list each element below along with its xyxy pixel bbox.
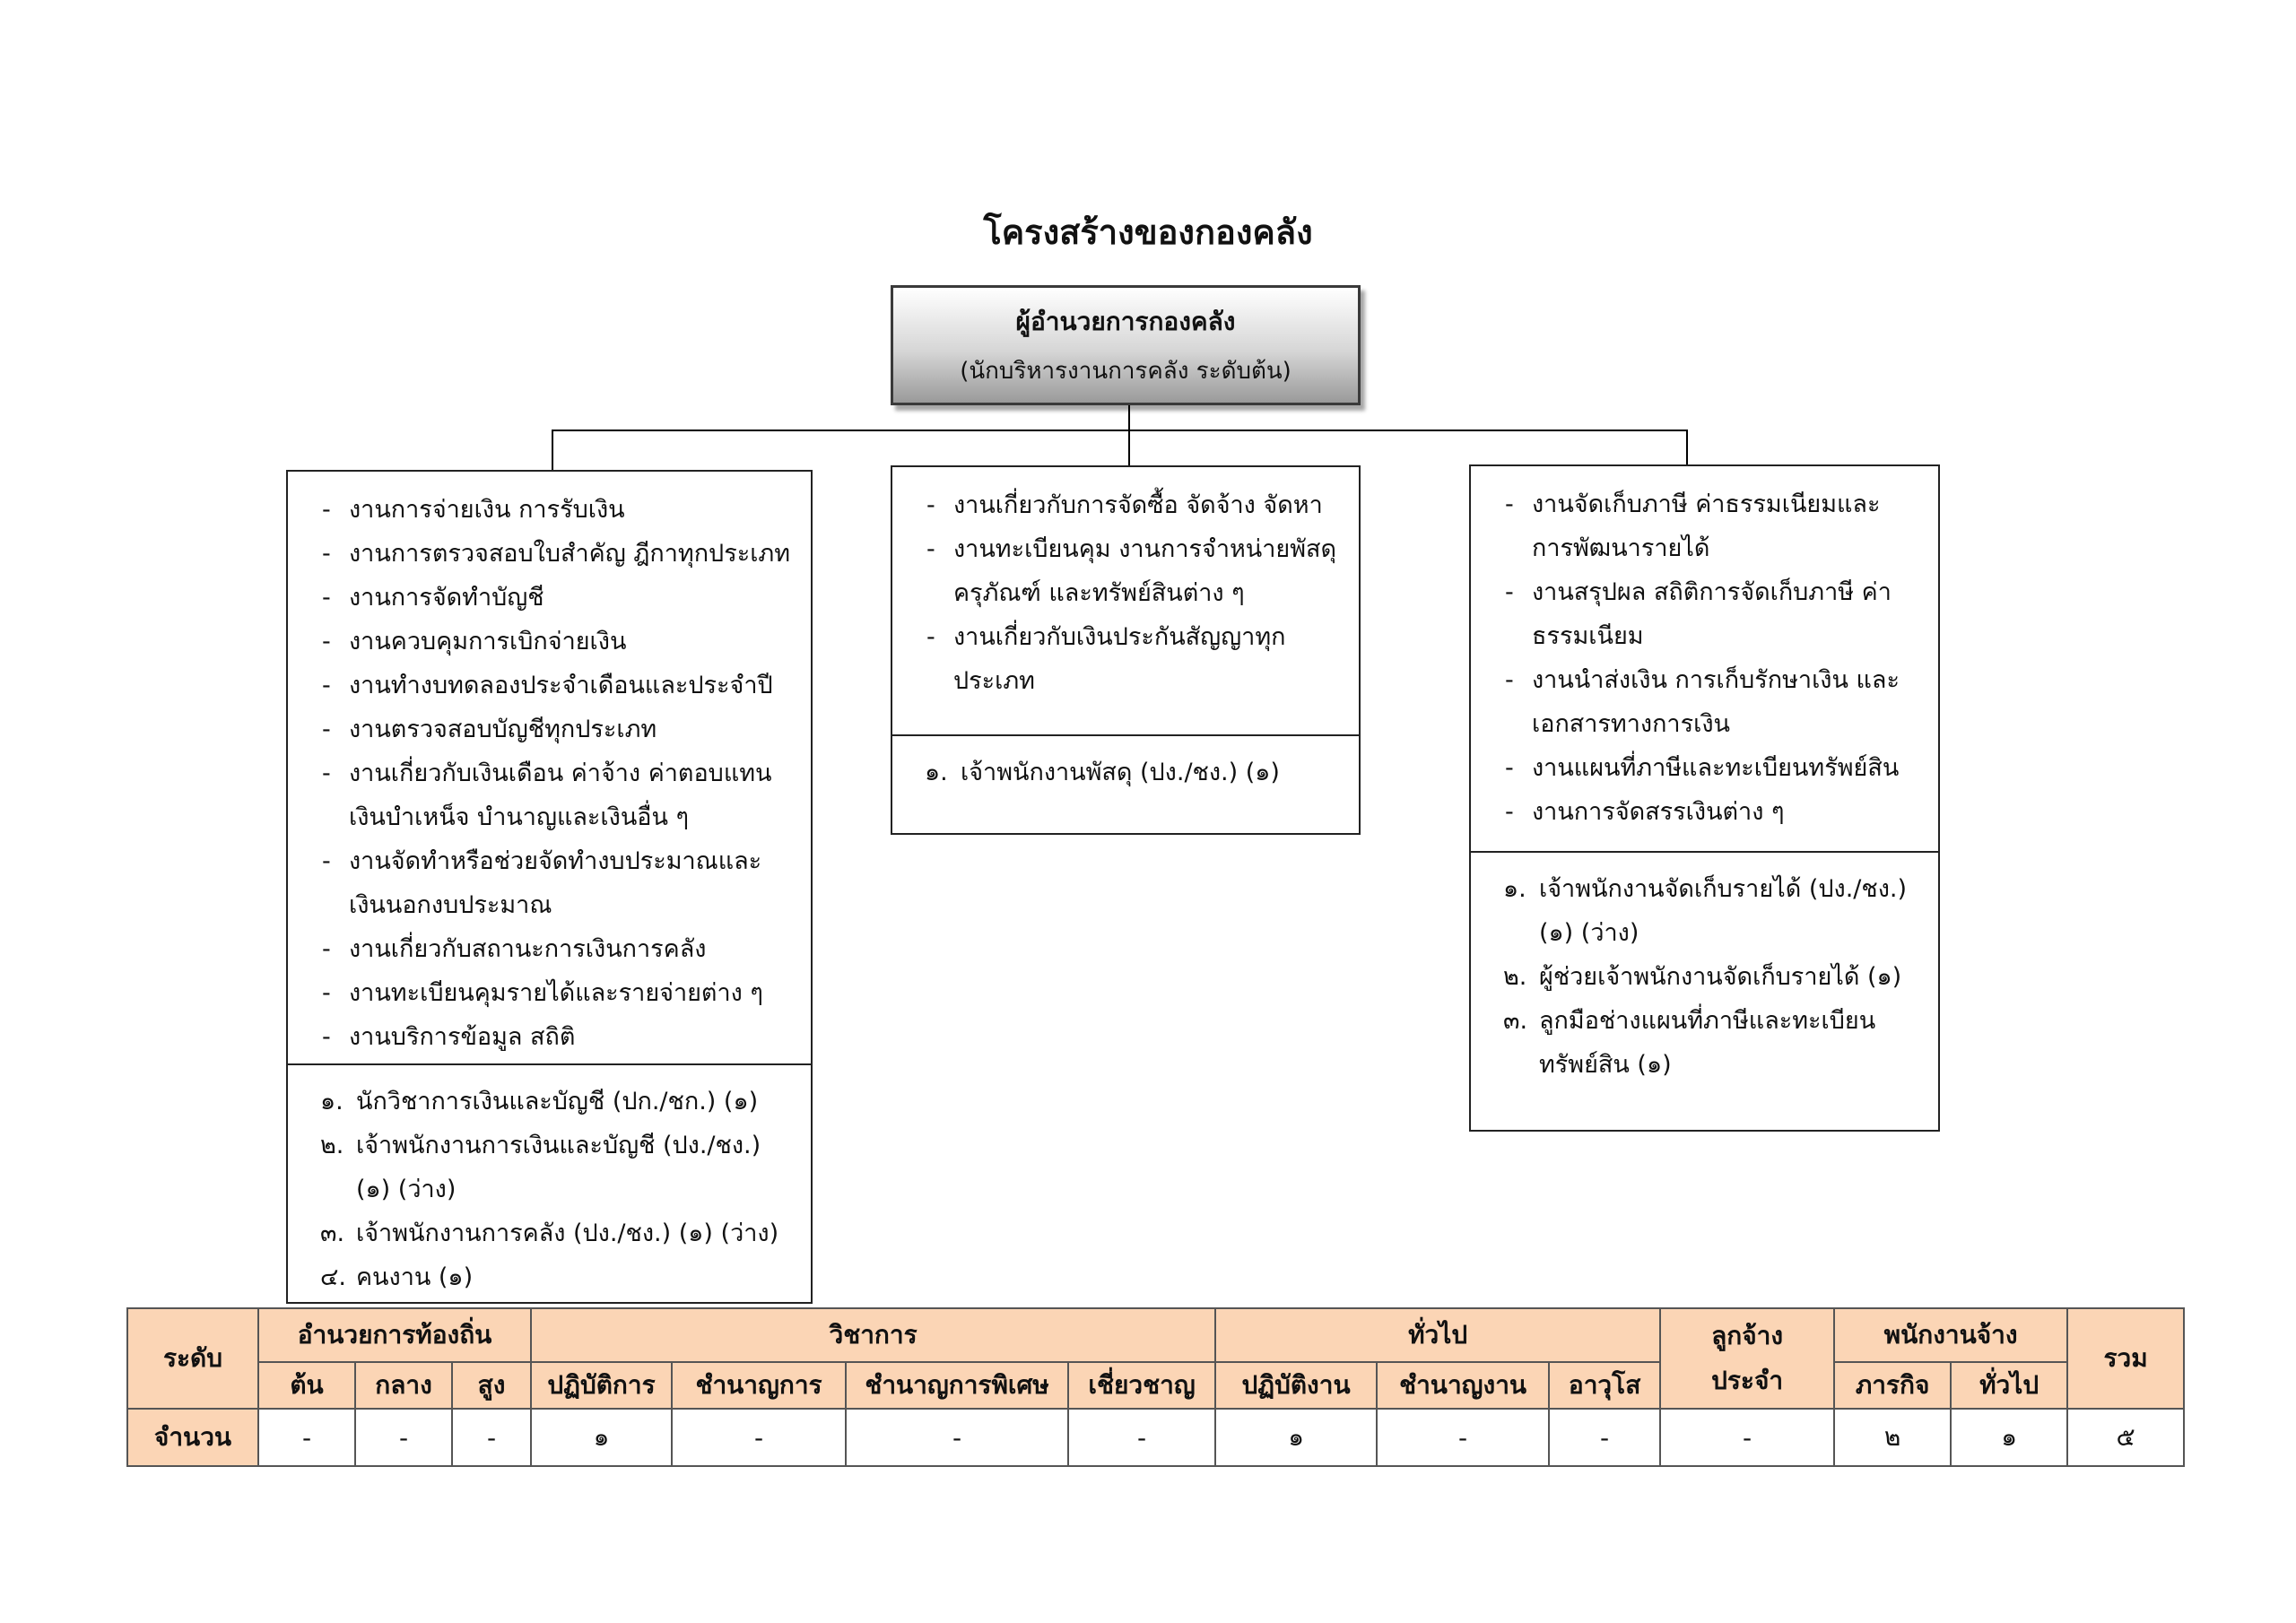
task-item: งานตรวจสอบบัญชีทุกประเภท (322, 707, 793, 751)
count-cell: ๑ (1214, 1408, 1378, 1467)
task-item: งานแผนที่ภาษีและทะเบียนทรัพย์สิน (1505, 746, 1920, 790)
director-box: ผู้อำนวยการกองคลัง (นักบริหารงานการคลัง … (891, 285, 1361, 405)
staff-number: ๓. (320, 1219, 345, 1247)
task-item: งานทำงบทดลองประจำเดือนและประจำปี (322, 664, 793, 707)
sublevel-header: อาวุโส (1548, 1361, 1662, 1410)
count-cell: - (845, 1408, 1070, 1467)
unit-finance-accounting: งานการจ่ายเงิน การรับเงิน งานการตรวจสอบใ… (286, 470, 813, 1304)
group-total: รวม (2066, 1307, 2186, 1410)
group-contract-staff: พนักงานจ้าง (1833, 1307, 2069, 1363)
staff-item: ๓. ลูกมือช่างแผนที่ภาษีและทะเบียนทรัพย์สิ… (1503, 999, 1920, 1087)
unit-staff: ๑. เจ้าพนักงานพัสดุ (ปง./ชง.) (๑) (892, 734, 1359, 833)
unit-tasks: งานเกี่ยวกับการจัดซื้อ จัดจ้าง จัดหา งาน… (892, 467, 1359, 738)
task-item: งานการจัดทำบัญชี (322, 576, 793, 620)
task-item: งานนำส่งเงิน การเก็บรักษาเงิน และเอกสารท… (1505, 658, 1920, 746)
unit-tasks: งานการจ่ายเงิน การรับเงิน งานการตรวจสอบใ… (288, 472, 811, 1067)
staff-text: ลูกมือช่างแผนที่ภาษีและทะเบียนทรัพย์สิน … (1539, 1007, 1876, 1079)
task-item: งานเกี่ยวกับเงินเดือน ค่าจ้าง ค่าตอบแทน … (322, 751, 793, 839)
task-item: งานเกี่ยวกับเงินประกันสัญญาทุกประเภท (926, 615, 1341, 703)
sublevel-header: เชี่ยวชาญ (1067, 1361, 1217, 1410)
staff-text: คนงาน (๑) (356, 1263, 474, 1291)
task-item: งานการจัดสรรเงินต่าง ๆ (1505, 790, 1920, 834)
staff-item: ๑. เจ้าพนักงานจัดเก็บรายได้ (ปง./ชง.) (๑)… (1503, 867, 1920, 955)
sublevel-header: ชำนาญการ (671, 1361, 848, 1410)
staff-number: ๑. (320, 1088, 344, 1115)
staff-number: ๒. (1503, 963, 1527, 991)
staffing-summary-table: ระดับ อำนวยการท้องถิ่น วิชาการ ทั่วไป ลู… (126, 1307, 2186, 1467)
group-local-director: อำนวยการท้องถิ่น (257, 1307, 533, 1363)
unit-staff: ๑. เจ้าพนักงานจัดเก็บรายได้ (ปง./ชง.) (๑)… (1471, 851, 1938, 1130)
staff-item: ๒. เจ้าพนักงานการเงินและบัญชี (ปง./ชง.) (… (320, 1124, 793, 1211)
connector-horizontal (552, 430, 1688, 431)
task-item: งานเกี่ยวกับการจัดซื้อ จัดจ้าง จัดหา (926, 483, 1341, 527)
staff-number: ๓. (1503, 1007, 1528, 1035)
unit-revenue: งานจัดเก็บภาษี ค่าธรรมเนียมและการพัฒนารา… (1469, 464, 1940, 1132)
count-label: จำนวน (126, 1408, 259, 1467)
staff-text: ผู้ช่วยเจ้าพนักงานจัดเก็บรายได้ (๑) (1539, 963, 1902, 991)
count-cell: ๒ (1833, 1408, 1952, 1467)
connector-left (552, 430, 553, 471)
unit-procurement: งานเกี่ยวกับการจัดซื้อ จัดจ้าง จัดหา งาน… (891, 465, 1361, 835)
count-cell: - (671, 1408, 848, 1467)
group-academic: วิชาการ (530, 1307, 1217, 1363)
unit-tasks: งานจัดเก็บภาษี ค่าธรรมเนียมและการพัฒนารา… (1471, 466, 1938, 855)
count-cell: ๑ (1950, 1408, 2069, 1467)
unit-staff: ๑. นักวิชาการเงินและบัญชี (ปก./ชก.) (๑) ๒… (288, 1063, 811, 1302)
group-permanent-employee: ลูกจ้างประจำ (1659, 1307, 1836, 1410)
count-cell: - (1548, 1408, 1662, 1467)
count-cell: - (1376, 1408, 1551, 1467)
sublevel-header: สูง (450, 1361, 533, 1410)
sublevel-header: กลาง (354, 1361, 453, 1410)
count-cell: - (1659, 1408, 1836, 1467)
count-cell: - (450, 1408, 533, 1467)
count-cell: - (354, 1408, 453, 1467)
level-header: ระดับ (126, 1307, 259, 1410)
director-title: ผู้อำนวยการกองคลัง (1015, 307, 1236, 336)
staff-text: เจ้าพนักงานการคลัง (ปง./ชง.) (๑) (ว่าง) (356, 1219, 779, 1247)
director-subtitle: (นักบริหารงานการคลัง ระดับต้น) (960, 358, 1292, 385)
staff-number: ๑. (1503, 875, 1526, 903)
sublevel-header: ปฏิบัติการ (530, 1361, 674, 1410)
sublevel-header: ทั่วไป (1950, 1361, 2069, 1410)
group-general: ทั่วไป (1214, 1307, 1662, 1363)
task-item: งานทะเบียนคุม งานการจำหน่ายพัสดุ ครุภัณฑ… (926, 527, 1341, 615)
staff-item: ๒. ผู้ช่วยเจ้าพนักงานจัดเก็บรายได้ (๑) (1503, 955, 1920, 999)
sublevel-header: ต้น (257, 1361, 356, 1410)
count-cell: ๑ (530, 1408, 674, 1467)
count-cell-total: ๕ (2066, 1408, 2186, 1467)
task-item: งานทะเบียนคุมรายได้และรายจ่ายต่าง ๆ (322, 971, 793, 1015)
count-cell: - (1067, 1408, 1217, 1467)
staff-item: ๑. นักวิชาการเงินและบัญชี (ปก./ชก.) (๑) (320, 1080, 793, 1124)
staff-text: นักวิชาการเงินและบัญชี (ปก./ชก.) (๑) (356, 1088, 759, 1115)
connector-right (1686, 430, 1688, 465)
sublevel-header: ปฏิบัติงาน (1214, 1361, 1378, 1410)
task-item: งานเกี่ยวกับสถานะการเงินการคลัง (322, 927, 793, 971)
sublevel-header: ชำนาญการพิเศษ (845, 1361, 1070, 1410)
sublevel-header: ภารกิจ (1833, 1361, 1952, 1410)
sublevel-header: ชำนาญงาน (1376, 1361, 1551, 1410)
staff-number: ๒. (320, 1132, 344, 1159)
staff-text: เจ้าพนักงานพัสดุ (ปง./ชง.) (๑) (961, 759, 1280, 786)
task-item: งานจัดทำหรือช่วยจัดทำงบประมาณและเงินนอกง… (322, 839, 793, 927)
staff-number: ๑. (925, 759, 948, 786)
task-item: งานการตรวจสอบใบสำคัญ ฎีกาทุกประเภท (322, 532, 793, 576)
staff-item: ๑. เจ้าพนักงานพัสดุ (ปง./ชง.) (๑) (925, 751, 1341, 794)
task-item: งานจัดเก็บภาษี ค่าธรรมเนียมและการพัฒนารา… (1505, 482, 1920, 570)
task-item: งานการจ่ายเงิน การรับเงิน (322, 488, 793, 532)
task-item: งานสรุปผล สถิติการจัดเก็บภาษี ค่าธรรมเนี… (1505, 570, 1920, 658)
staff-item: ๔. คนงาน (๑) (320, 1255, 793, 1299)
staff-text: เจ้าพนักงานจัดเก็บรายได้ (ปง./ชง.) (๑) (… (1539, 875, 1908, 947)
task-item: งานบริการข้อมูล สถิติ (322, 1015, 793, 1059)
task-item: งานควบคุมการเบิกจ่ายเงิน (322, 620, 793, 664)
count-cell: - (257, 1408, 356, 1467)
page-title: โครงสร้างของกองคลัง (983, 213, 1313, 252)
staff-text: เจ้าพนักงานการเงินและบัญชี (ปง./ชง.) (๑)… (356, 1132, 761, 1203)
staff-number: ๔. (320, 1263, 347, 1291)
staff-item: ๓. เจ้าพนักงานการคลัง (ปง./ชง.) (๑) (ว่าง… (320, 1211, 793, 1255)
connector-trunk (1128, 405, 1130, 468)
